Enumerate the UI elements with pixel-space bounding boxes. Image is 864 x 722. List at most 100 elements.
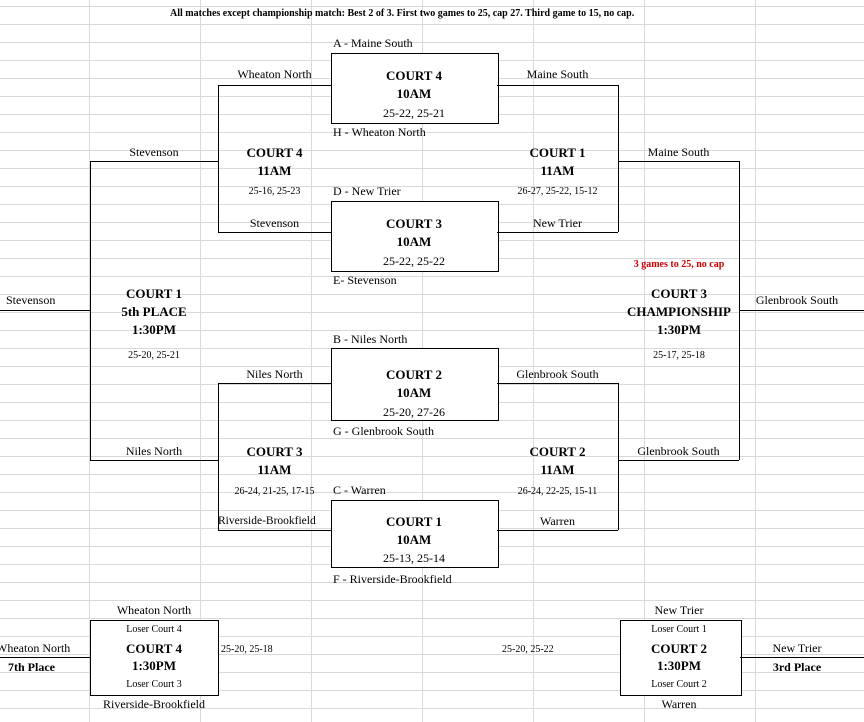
- bracket-line: [618, 460, 739, 461]
- third-place-box: [620, 620, 742, 696]
- bracket-line: [90, 161, 218, 162]
- match-score: 25-22, 25-21: [383, 106, 445, 120]
- match-time: 10AM: [396, 86, 432, 101]
- bracket-line: [618, 85, 619, 232]
- court-label: COURT 1: [385, 514, 442, 529]
- bracket-line: [218, 232, 331, 233]
- bracket-line: [618, 383, 619, 530]
- match-time: 1:30PM: [131, 658, 177, 673]
- bracket-line: [0, 310, 90, 311]
- seed-label: E- Stevenson: [333, 273, 397, 287]
- team-name: Stevenson: [129, 145, 179, 159]
- bracket-line: [740, 657, 864, 658]
- match-time: 10AM: [396, 234, 432, 249]
- team-name: Maine South: [647, 145, 710, 159]
- team-name: Warren: [539, 514, 575, 528]
- round-label: 5th PLACE: [121, 304, 187, 319]
- seed-label: G - Glenbrook South: [333, 424, 434, 438]
- team-name: New Trier: [772, 641, 822, 655]
- team-name: Wheaton North: [116, 603, 192, 617]
- bracket-line: [218, 383, 219, 530]
- match-score: 25-17, 25-18: [653, 350, 705, 361]
- team-name: New Trier: [654, 603, 704, 617]
- bracket-line: [90, 161, 91, 460]
- court-label: COURT 3: [246, 444, 303, 459]
- bracket-line: [739, 310, 864, 311]
- court-label: COURT 2: [650, 641, 707, 656]
- loser-label: Loser Court 4: [126, 624, 182, 635]
- team-name: Wheaton North: [0, 641, 71, 655]
- match-score: 26-24, 22-25, 15-11: [517, 486, 598, 497]
- bracket-line: [218, 530, 331, 531]
- match-time: 11AM: [257, 163, 292, 178]
- court-label: COURT 4: [385, 68, 442, 83]
- match-time: 10AM: [396, 385, 432, 400]
- court-label: COURT 4: [246, 145, 303, 160]
- seventh-place-box: [90, 620, 219, 696]
- round-label: 3rd Place: [772, 660, 822, 674]
- match-score: 25-20, 27-26: [383, 405, 445, 419]
- team-name: Stevenson: [249, 216, 300, 230]
- match-time: 10AM: [396, 532, 432, 547]
- court-label: COURT 2: [529, 444, 586, 459]
- loser-label: Loser Court 1: [651, 624, 707, 635]
- seed-label: D - New Trier: [333, 184, 401, 198]
- loser-label: Loser Court 3: [126, 679, 182, 690]
- match-score: 25-22, 25-22: [383, 254, 445, 268]
- bracket-line: [218, 383, 331, 384]
- seed-label: H - Wheaton North: [333, 125, 426, 139]
- seed-label: A - Maine South: [333, 36, 413, 50]
- team-name: Warren: [661, 697, 697, 711]
- qf-box-court3: [331, 201, 499, 272]
- round-label: CHAMPIONSHIP: [627, 304, 731, 319]
- bracket-line: [497, 530, 618, 531]
- match-score: 26-27, 25-22, 15-12: [517, 186, 598, 197]
- court-label: COURT 1: [125, 286, 182, 301]
- bracket-line: [90, 460, 218, 461]
- bracket-line: [497, 383, 618, 384]
- match-score: 25-20, 25-18: [221, 644, 273, 655]
- team-name: Stevenson: [6, 293, 56, 307]
- court-label: COURT 2: [385, 367, 442, 382]
- team-name: Niles North: [125, 444, 183, 458]
- team-name: Glenbrook South: [516, 367, 599, 381]
- team-name: Maine South: [526, 67, 589, 81]
- match-time: 1:30PM: [656, 322, 702, 337]
- header-note: All matches except championship match: B…: [170, 8, 635, 19]
- bracket-line: [218, 85, 331, 86]
- court-label: COURT 3: [385, 216, 442, 231]
- round-label: 7th Place: [8, 660, 55, 674]
- seed-label: C - Warren: [333, 483, 386, 497]
- bracket-line: [0, 657, 90, 658]
- qf-box-court2: [331, 348, 499, 421]
- bracket-line: [497, 85, 618, 86]
- bracket-line: [218, 85, 219, 232]
- team-name: Wheaton North: [237, 67, 312, 81]
- match-time: 1:30PM: [656, 658, 702, 673]
- court-label: COURT 1: [529, 145, 586, 160]
- match-score: 25-20, 25-22: [502, 644, 554, 655]
- team-name: Glenbrook South: [755, 293, 839, 307]
- match-time: 11AM: [540, 462, 575, 477]
- qf-box-court1: [331, 500, 499, 568]
- seed-label: B - Niles North: [333, 332, 408, 346]
- qf-box-court4: [331, 53, 499, 124]
- team-name: Riverside-Brookfield: [218, 515, 316, 527]
- match-time: 11AM: [540, 163, 575, 178]
- loser-label: Loser Court 2: [651, 679, 707, 690]
- match-score: 25-13, 25-14: [383, 551, 445, 565]
- match-time: 11AM: [257, 462, 292, 477]
- match-score: 25-16, 25-23: [248, 186, 301, 197]
- team-name: New Trier: [532, 216, 582, 230]
- championship-note: 3 games to 25, no cap: [633, 259, 725, 270]
- match-score: 25-20, 25-21: [128, 350, 180, 361]
- team-name: Glenbrook South: [637, 444, 720, 458]
- bracket-line: [618, 161, 739, 162]
- bracket-line: [497, 232, 618, 233]
- seed-label: F - Riverside-Brookfield: [333, 572, 452, 586]
- team-name: Niles North: [246, 367, 303, 381]
- match-time: 1:30PM: [131, 322, 177, 337]
- court-label: COURT 3: [650, 286, 707, 301]
- court-label: COURT 4: [125, 641, 182, 656]
- match-score: 26-24, 21-25, 17-15: [234, 486, 315, 497]
